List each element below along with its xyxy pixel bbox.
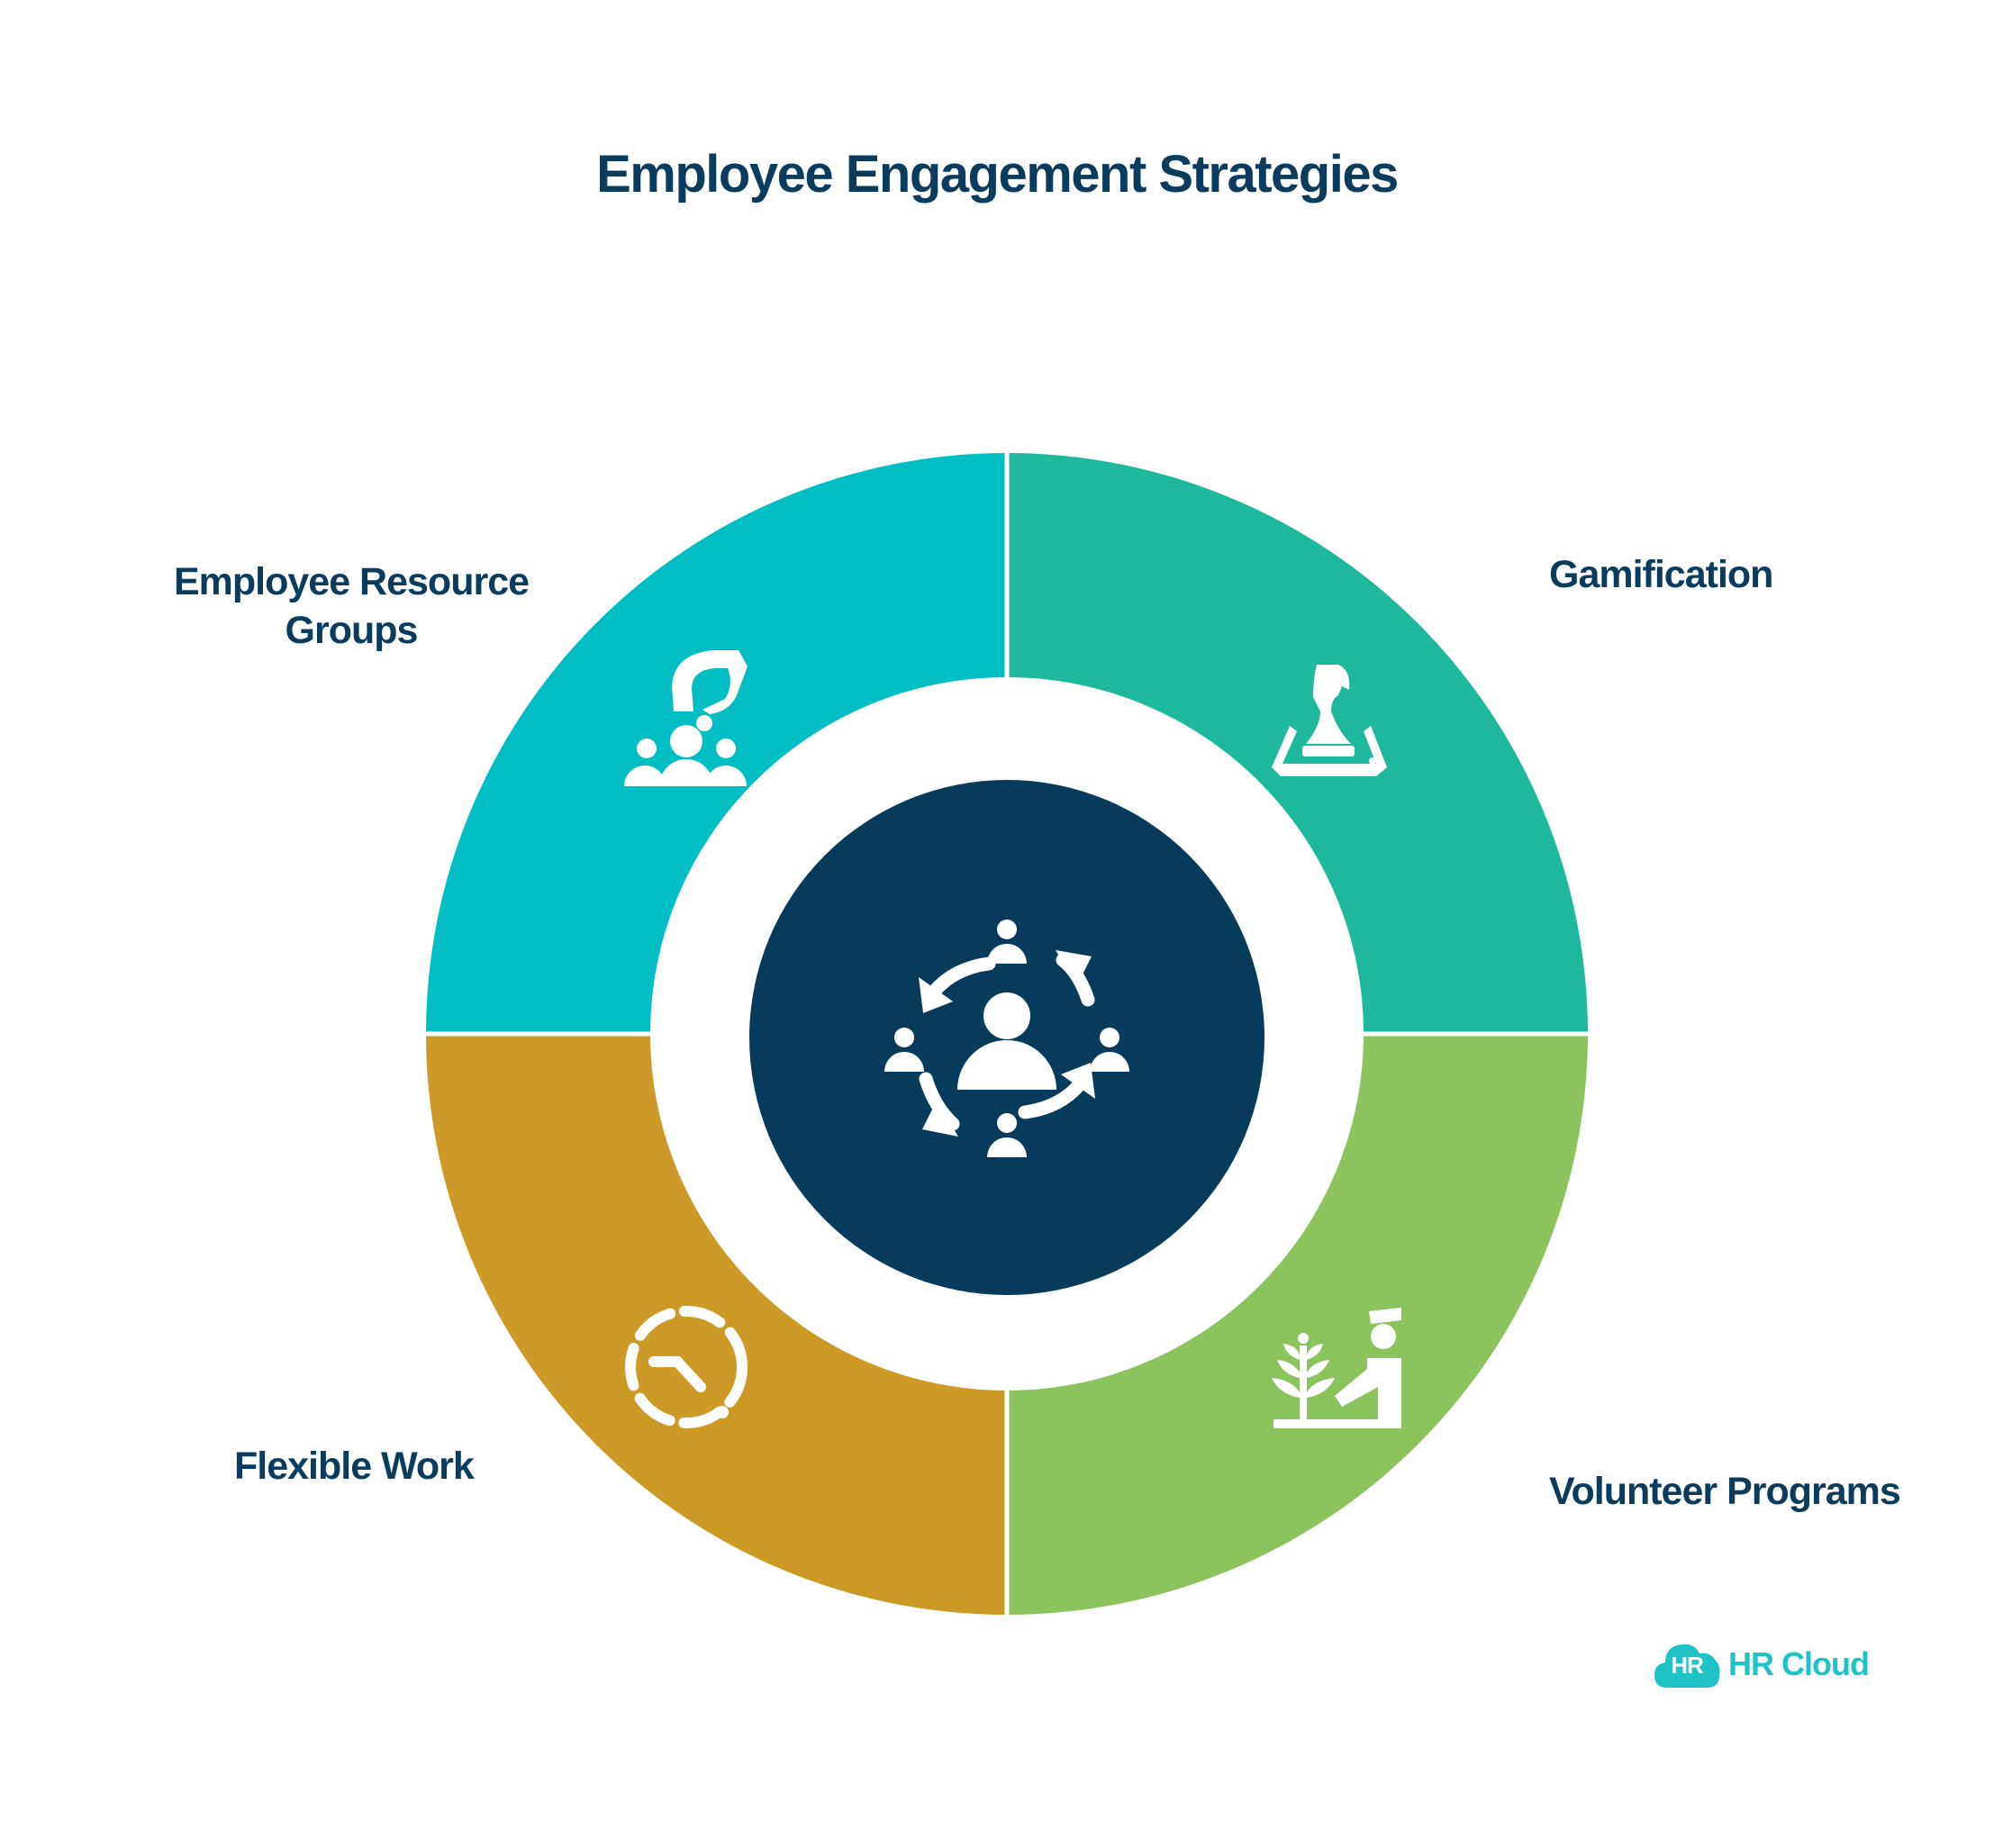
brand-name: HR Cloud	[1728, 1645, 1870, 1682]
group-idea-icon	[624, 650, 748, 786]
chess-knight-icon	[1272, 665, 1387, 776]
label-flexible-work: Flexible Work	[234, 1445, 475, 1488]
cloud-logo-icon: HR	[1653, 1639, 1721, 1689]
brand-mark-text: HR	[1671, 1652, 1704, 1679]
quadrant-separators	[419, 446, 1594, 1621]
label-volunteer-programs: Volunteer Programs	[1549, 1470, 1901, 1513]
label-employee-resource-groups: Employee Resource Groups	[173, 560, 530, 652]
hr-cloud-logo: HR HR Cloud	[1653, 1639, 1870, 1689]
page-title: Employee Engagement Strategies	[596, 145, 1399, 204]
segment-gamification	[1007, 453, 1588, 1034]
volunteer-planting-icon	[1272, 1308, 1401, 1428]
segment-volunteer-programs	[1007, 1034, 1588, 1615]
label-gamification: Gamification	[1549, 553, 1773, 596]
team-engagement-cycle-icon	[884, 919, 1129, 1157]
flexible-clock-icon	[625, 1306, 748, 1428]
segment-employee-resource-groups	[426, 453, 1007, 1034]
diagonal-connectors	[762, 789, 1252, 1279]
